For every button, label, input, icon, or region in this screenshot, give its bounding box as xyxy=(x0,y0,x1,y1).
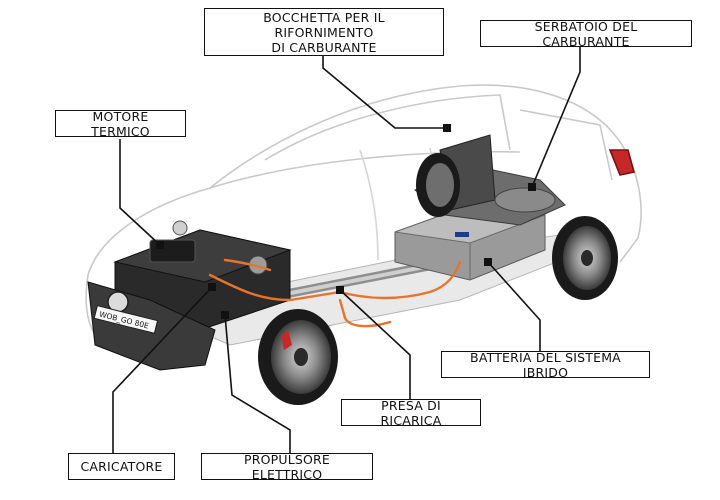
hybrid-battery-leader xyxy=(487,261,541,351)
electric-motor-leader xyxy=(224,314,291,453)
fuel-nozzle-leader xyxy=(322,56,445,129)
label-charger: CARICATORE xyxy=(68,453,175,480)
rear-right-wheel xyxy=(416,153,460,217)
label-hybrid-battery: BATTERIA DEL SISTEMA IBRIDO xyxy=(441,350,650,380)
label-charging-socket: PRESA DI RICARICA xyxy=(341,398,481,428)
label-fuel-nozzle: BOCCHETTA PER IL RIFORNIMENTO DI CARBURA… xyxy=(204,8,444,56)
label-electric-motor: PROPULSORE ELETTRICO xyxy=(201,452,373,482)
charging-socket-leader xyxy=(339,289,411,399)
front-end: WOB_GO 80E xyxy=(87,281,216,371)
charger-leader xyxy=(112,286,213,453)
label-combustion-engine: MOTORE TERMICO xyxy=(55,109,186,139)
hv-cables xyxy=(208,258,462,328)
fuel-tank-leader xyxy=(531,47,581,188)
combustion-engine-leader xyxy=(119,139,161,246)
rear-left-wheel xyxy=(552,216,618,300)
car-body-outline xyxy=(85,84,642,336)
label-fuel-tank: SERBATOIO DEL CARBURANTE xyxy=(480,19,692,49)
callout-lines xyxy=(112,47,581,453)
front-left-wheel xyxy=(258,309,338,405)
